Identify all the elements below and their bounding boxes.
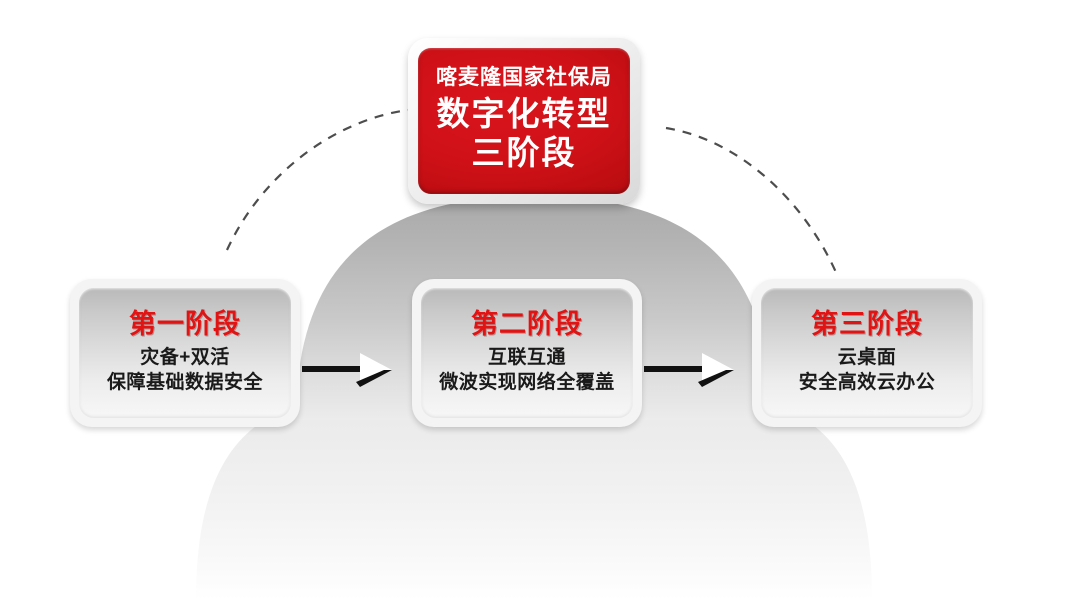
organization-name: 喀麦隆国家社保局 (436, 65, 612, 89)
phase-card-2[interactable]: 第二阶段 互联互通 微波实现网络全覆盖 (412, 279, 642, 427)
phase-card-3[interactable]: 第三阶段 云桌面 安全高效云办公 (752, 279, 982, 427)
title-heading-line-1: 数字化转型 (436, 94, 612, 132)
title-heading-line-2: 三阶段 (471, 133, 577, 171)
phase-card-1[interactable]: 第一阶段 灾备+双活 保障基础数据安全 (70, 279, 300, 427)
arrow-phase1-to-phase2 (302, 353, 392, 387)
phase-card-3-panel: 第三阶段 云桌面 安全高效云办公 (761, 288, 973, 418)
arrow-phase2-to-phase3 (644, 353, 734, 387)
phase-1-line-2: 保障基础数据安全 (106, 372, 263, 394)
gray-base-shape (196, 400, 872, 600)
phase-3-line-1: 云桌面 (837, 346, 897, 368)
dashed-arc-left (226, 108, 409, 251)
title-card-panel: 喀麦隆国家社保局 数字化转型 三阶段 (418, 48, 630, 194)
phase-3-title: 第三阶段 (811, 309, 923, 340)
phase-card-1-panel: 第一阶段 灾备+双活 保障基础数据安全 (79, 288, 291, 418)
phase-3-line-2: 安全高效云办公 (798, 372, 936, 394)
phase-2-line-2: 微波实现网络全覆盖 (439, 372, 615, 394)
phase-1-line-1: 灾备+双活 (140, 346, 230, 368)
phase-2-line-1: 互联互通 (487, 346, 566, 368)
dashed-arc-right (665, 126, 840, 278)
phase-1-title: 第一阶段 (129, 309, 241, 340)
phase-card-2-panel: 第二阶段 互联互通 微波实现网络全覆盖 (421, 288, 633, 418)
title-card: 喀麦隆国家社保局 数字化转型 三阶段 (408, 38, 640, 204)
phase-2-title: 第二阶段 (471, 309, 583, 340)
